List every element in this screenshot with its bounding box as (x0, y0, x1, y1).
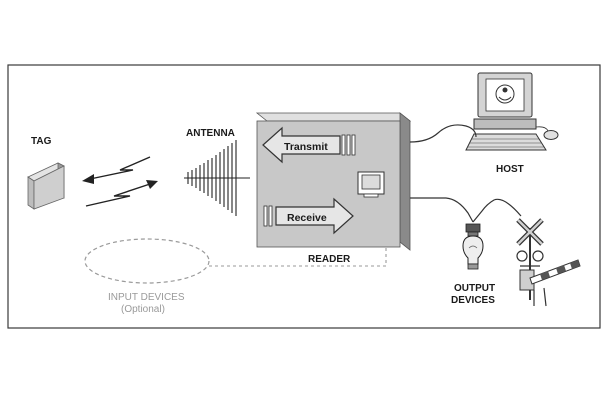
tag-label: TAG (31, 136, 52, 147)
receive-arrow (263, 197, 354, 235)
signal-from-tag-arrow (85, 180, 158, 207)
input-devices-ellipse (84, 238, 210, 284)
host-cable (409, 124, 477, 143)
computer-icon (465, 72, 559, 151)
input-devices-optional-label: (Optional) (121, 304, 165, 315)
output-devices-label-line1: OUTPUT (454, 283, 495, 294)
input-devices-label: INPUT DEVICES (108, 292, 185, 303)
reader-label: READER (308, 254, 351, 265)
signal-to-tag-arrow (82, 156, 151, 184)
light-bulb-icon (462, 223, 484, 270)
host-label: HOST (496, 164, 524, 175)
antenna-label: ANTENNA (186, 128, 235, 139)
tag-icon (27, 162, 65, 210)
output-devices-label-line2: DEVICES (451, 295, 495, 306)
transmit-label: Transmit (284, 141, 328, 153)
railroad-crossing-icon (516, 218, 544, 300)
input-devices-connector (209, 248, 387, 267)
output-cable (410, 197, 522, 223)
receive-label: Receive (287, 212, 327, 224)
gate-barrier-icon (519, 259, 581, 307)
antenna-icon (184, 140, 250, 216)
transmit-arrow (262, 126, 356, 164)
reader-monitor-icon (357, 171, 385, 198)
